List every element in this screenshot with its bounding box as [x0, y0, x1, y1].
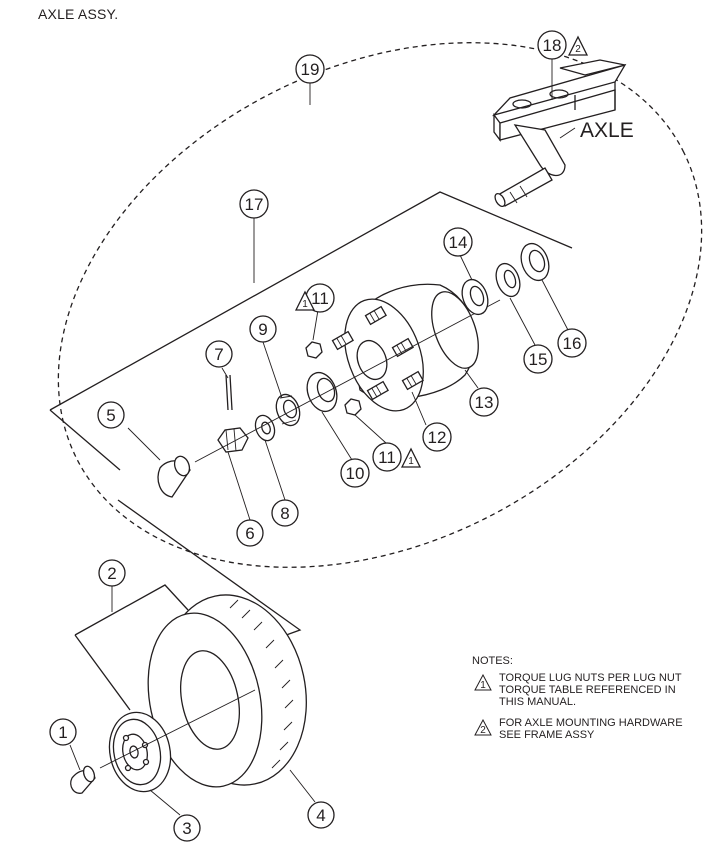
svg-text:1: 1 [302, 299, 308, 310]
svg-text:4: 4 [316, 806, 325, 825]
note-2: 2 FOR AXLE MOUNTING HARDWARE SEE FRAME A… [472, 717, 683, 741]
svg-text:1: 1 [408, 456, 414, 467]
wheel-studs [331, 305, 424, 401]
callout-9: 9 [249, 315, 277, 343]
callout-11-lower: 11 [372, 442, 402, 472]
note-1-line-2: TORQUE TABLE REFERENCED IN [499, 684, 676, 696]
spindle [494, 167, 553, 208]
svg-text:16: 16 [563, 334, 582, 353]
warning-icon: 2 [567, 35, 589, 56]
callout-14: 14 [443, 227, 473, 257]
grease-seal [520, 242, 550, 282]
svg-text:2: 2 [107, 564, 116, 583]
svg-text:17: 17 [245, 195, 264, 214]
callout-1: 1 [49, 718, 77, 746]
callout-4: 4 [307, 801, 335, 829]
callout-12: 12 [422, 422, 452, 452]
callout-7: 7 [205, 340, 233, 368]
leader-lines [69, 58, 576, 816]
svg-text:5: 5 [106, 406, 115, 425]
callout-10: 10 [340, 458, 370, 488]
cotter-pin [225, 374, 233, 411]
tire [147, 594, 307, 788]
svg-text:18: 18 [543, 36, 562, 55]
warning-icon: 2 [474, 719, 492, 736]
hub-group-bracket [49, 191, 573, 411]
callout-3: 3 [173, 814, 201, 842]
wheel-rim [108, 711, 172, 793]
callouts: 1 2 3 4 5 6 7 8 9 10 11 11 12 13 14 15 1… [49, 30, 587, 842]
notes-heading: NOTES: [472, 655, 513, 667]
assembly-centerline [194, 299, 501, 463]
castle-nut [217, 427, 249, 453]
hub-assembly-boundary [57, 42, 703, 568]
note-1-line-1: TORQUE LUG NUTS PER LUG NUT [499, 672, 682, 684]
callout-18: 18 [537, 30, 567, 60]
svg-text:19: 19 [301, 60, 320, 79]
bearing-cup [306, 371, 338, 413]
callout-5: 5 [97, 401, 125, 429]
callout-17: 17 [239, 189, 269, 219]
callout-13: 13 [469, 387, 499, 417]
callout-8: 8 [271, 499, 299, 527]
svg-text:12: 12 [428, 428, 447, 447]
svg-text:10: 10 [346, 464, 365, 483]
svg-text:9: 9 [258, 320, 267, 339]
outer-bearing-cup [461, 278, 489, 316]
svg-text:3: 3 [182, 819, 191, 838]
warning-icon: 1 [294, 290, 316, 311]
svg-text:1: 1 [58, 723, 67, 742]
svg-text:11: 11 [311, 289, 329, 308]
callout-16: 16 [557, 328, 587, 358]
page-title: AXLE ASSY. [38, 6, 119, 22]
svg-text:15: 15 [529, 350, 548, 369]
callout-19: 19 [295, 54, 325, 84]
svg-text:2: 2 [480, 725, 486, 736]
outer-bearing-cone [495, 262, 521, 298]
callout-2: 2 [98, 559, 126, 587]
svg-text:7: 7 [214, 345, 223, 364]
callout-11-upper: 11 [305, 283, 335, 313]
warning-icon: 1 [400, 447, 422, 468]
note-1: 1 TORQUE LUG NUTS PER LUG NUT TORQUE TAB… [472, 672, 683, 708]
callout-6: 6 [236, 519, 264, 547]
note-2-line-1: FOR AXLE MOUNTING HARDWARE [499, 717, 683, 729]
svg-text:1: 1 [480, 680, 486, 691]
svg-text:13: 13 [475, 393, 494, 412]
svg-text:11: 11 [378, 448, 396, 467]
axle-label: AXLE [580, 119, 634, 142]
dust-cap [157, 455, 191, 498]
center-cap [70, 765, 96, 794]
lug-nut [305, 341, 323, 359]
svg-text:6: 6 [245, 524, 254, 543]
note-1-line-3: THIS MANUAL. [499, 696, 577, 708]
lug-nut [344, 398, 362, 416]
notes-block: NOTES: 1 TORQUE LUG NUTS PER LUG NUT TOR… [472, 655, 683, 750]
svg-text:2: 2 [575, 44, 581, 55]
bearing-cone [275, 393, 301, 427]
svg-text:14: 14 [449, 233, 468, 252]
warning-icon: 1 [474, 674, 492, 691]
callout-15: 15 [523, 344, 553, 374]
svg-text:8: 8 [280, 504, 289, 523]
axle-bracket [491, 59, 627, 177]
washer [254, 414, 276, 442]
note-2-line-2: SEE FRAME ASSY [499, 729, 595, 741]
